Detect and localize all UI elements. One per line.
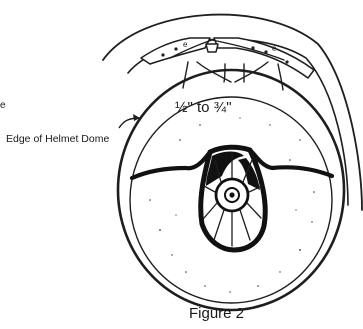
gap-dimension-label: ½" to ¾" xyxy=(175,99,232,116)
cut-off-letter: e xyxy=(0,100,6,111)
edge-of-helmet-dome-label: Edge of Helmet Dome xyxy=(6,133,109,145)
crown-center-dot xyxy=(229,192,234,197)
figure-caption: Figure 2 xyxy=(189,305,244,322)
clip-letter-left: e xyxy=(183,40,188,49)
clip-letter-right: e xyxy=(272,44,277,53)
